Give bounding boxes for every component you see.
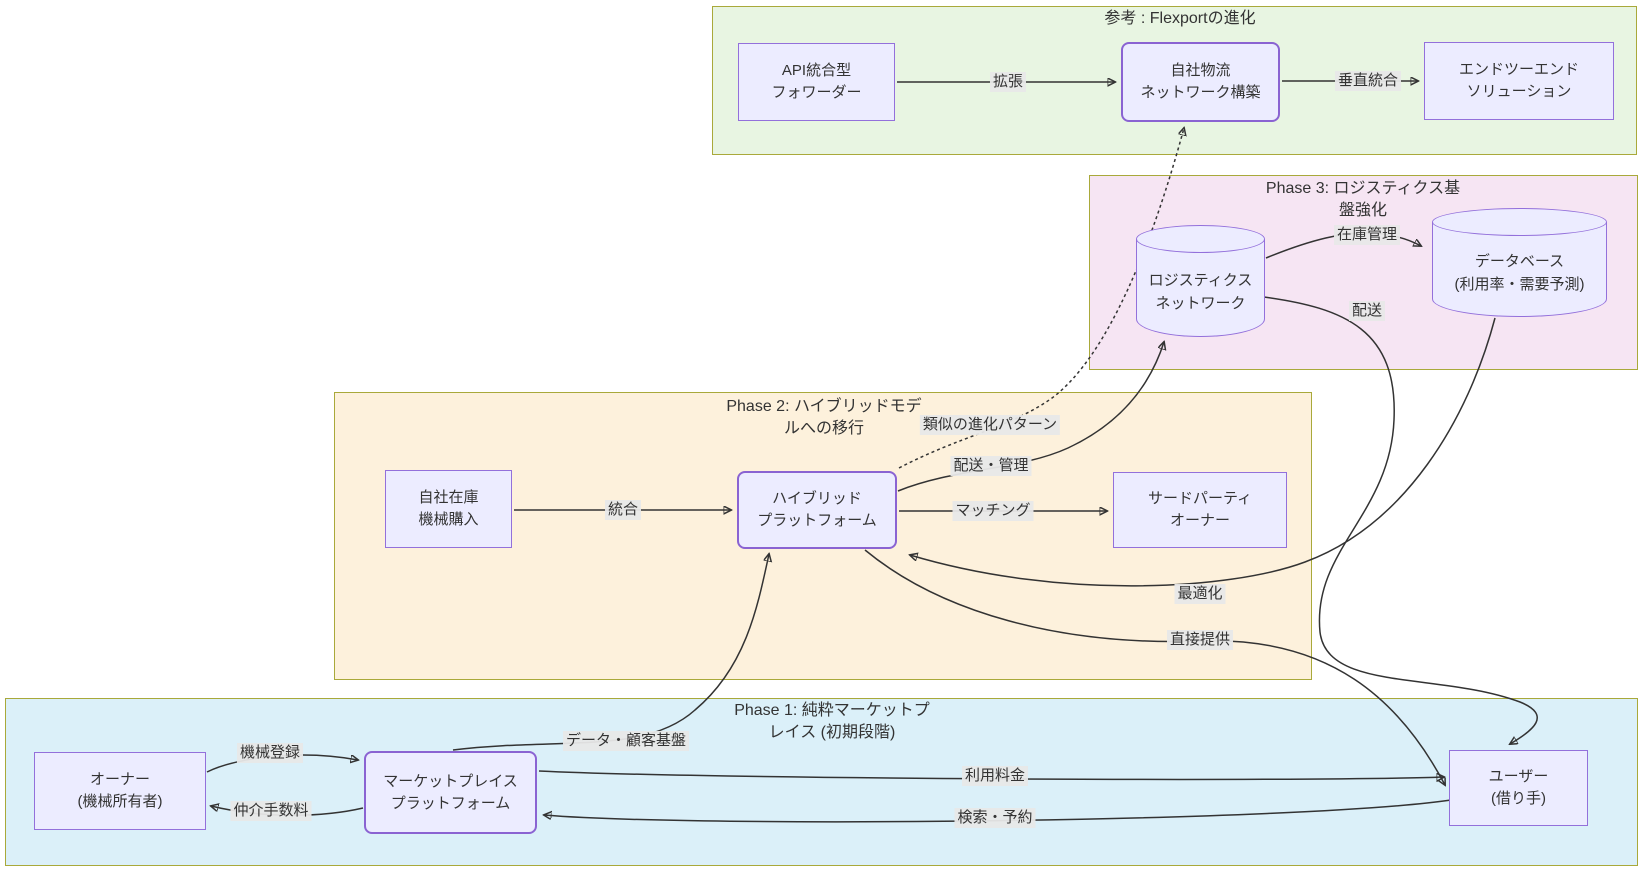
edge-label-integration: 統合 [604, 500, 642, 520]
node-hybrid-platform-line1: ハイブリッド [772, 490, 862, 507]
edge-delivery [1263, 296, 1538, 744]
node-hybrid-platform: ハイブリッド プラットフォーム [737, 471, 897, 549]
node-user-line2: (借り手) [1491, 790, 1546, 807]
node-logistics-network-line2: ネットワーク [1155, 295, 1246, 312]
node-owner-line1: オーナー [89, 771, 150, 788]
cluster-phase1-title: Phase 1: 純粋マーケットプ レイス (初期段階) [734, 700, 930, 744]
node-logistics-network-line1: ロジスティクス [1148, 272, 1253, 289]
node-database: データベース (利用率・需要予測) [1432, 208, 1607, 317]
node-own-logistics-line1: 自社物流 [1170, 62, 1231, 79]
node-database-line2: (利用率・需要予測) [1454, 276, 1585, 293]
edge-label-similar-evolution-pattern: 類似の進化パターン [919, 415, 1061, 435]
edge-label-expansion: 拡張 [989, 72, 1027, 92]
edge-label-brokerage-fee: 仲介手数料 [230, 801, 312, 821]
edge-label-direct-provision: 直接提供 [1166, 630, 1234, 650]
node-hybrid-platform-line2: プラットフォーム [757, 512, 877, 529]
node-owner-line2: (機械所有者) [77, 793, 163, 810]
edge-label-machine-registration: 機械登録 [236, 743, 304, 763]
edge-label-delivery-management: 配送・管理 [950, 456, 1032, 476]
edge-data-customer-base [452, 554, 769, 751]
cluster-phase1-title-line2: レイス (初期段階) [768, 724, 896, 741]
node-user: ユーザー (借り手) [1449, 750, 1588, 826]
node-logistics-network: ロジスティクス ネットワーク [1136, 225, 1265, 337]
cluster-phase1-title-line1: Phase 1: 純粋マーケットプ [734, 702, 930, 719]
node-third-party-owner-line1: サードパーティ [1147, 490, 1253, 507]
cluster-phase1 [5, 698, 1638, 866]
node-end-to-end: エンドツーエンド ソリューション [1424, 42, 1614, 120]
edge-label-optimization: 最適化 [1174, 584, 1226, 604]
cluster-phase3-title-line1: Phase 3: ロジスティクス基 [1265, 180, 1461, 197]
node-marketplace: マーケットプレイス プラットフォーム [364, 751, 537, 834]
database-cylinder-body [1432, 222, 1607, 317]
node-own-inventory-line1: 自社在庫 [418, 489, 479, 506]
edge-label-usage-fee: 利用料金 [961, 766, 1029, 786]
node-marketplace-line2: プラットフォーム [390, 794, 511, 812]
edge-label-delivery: 配送 [1348, 301, 1386, 321]
cluster-phase2-title: Phase 2: ハイブリッドモデ ルへの移行 [726, 396, 921, 440]
edge-label-vertical-integration: 垂直統合 [1334, 71, 1402, 91]
node-api-forwarder-line1: API統合型 [781, 62, 852, 79]
database-cylinder-top [1432, 208, 1607, 236]
node-owner: オーナー (機械所有者) [34, 752, 206, 830]
edge-label-matching: マッチング [952, 501, 1034, 521]
cluster-phase3-title: Phase 3: ロジスティクス基 盤強化 [1266, 178, 1460, 222]
edge-optimization [910, 317, 1496, 587]
node-end-to-end-line1: エンドツーエンド [1458, 61, 1579, 78]
cluster-phase2-title-line1: Phase 2: ハイブリッドモデ [726, 398, 922, 415]
node-end-to-end-line2: ソリューション [1466, 83, 1572, 100]
logistics-cylinder-top [1136, 225, 1265, 253]
node-api-forwarder: API統合型 フォワーダー [738, 43, 895, 121]
logistics-cylinder-body [1136, 239, 1265, 337]
edge-label-inventory-management: 在庫管理 [1333, 225, 1401, 245]
node-marketplace-line1: マーケットプレイス [383, 772, 518, 790]
node-third-party-owner: サードパーティ オーナー [1113, 472, 1287, 548]
node-api-forwarder-line2: フォワーダー [771, 84, 862, 101]
edge-delivery-management [897, 342, 1164, 492]
edge-label-data-customer-base: データ・顧客基盤 [562, 731, 690, 751]
cluster-reference-title: 参考 : Flexportの進化 [1104, 10, 1256, 27]
node-own-inventory-line2: 機械購入 [418, 511, 479, 528]
node-own-logistics: 自社物流 ネットワーク構築 [1121, 42, 1280, 122]
edge-similar-evolution-pattern [898, 128, 1184, 469]
cluster-phase3-title-line2: 盤強化 [1338, 202, 1388, 219]
node-own-inventory: 自社在庫 機械購入 [385, 470, 512, 548]
node-database-line1: データベース [1474, 253, 1565, 270]
edge-label-search-booking: 検索・予約 [954, 808, 1036, 828]
node-third-party-owner-line2: オーナー [1169, 512, 1230, 529]
node-user-line1: ユーザー [1488, 768, 1549, 785]
cluster-phase2-title-line2: ルへの移行 [783, 420, 865, 437]
node-own-logistics-line2: ネットワーク構築 [1140, 84, 1261, 101]
